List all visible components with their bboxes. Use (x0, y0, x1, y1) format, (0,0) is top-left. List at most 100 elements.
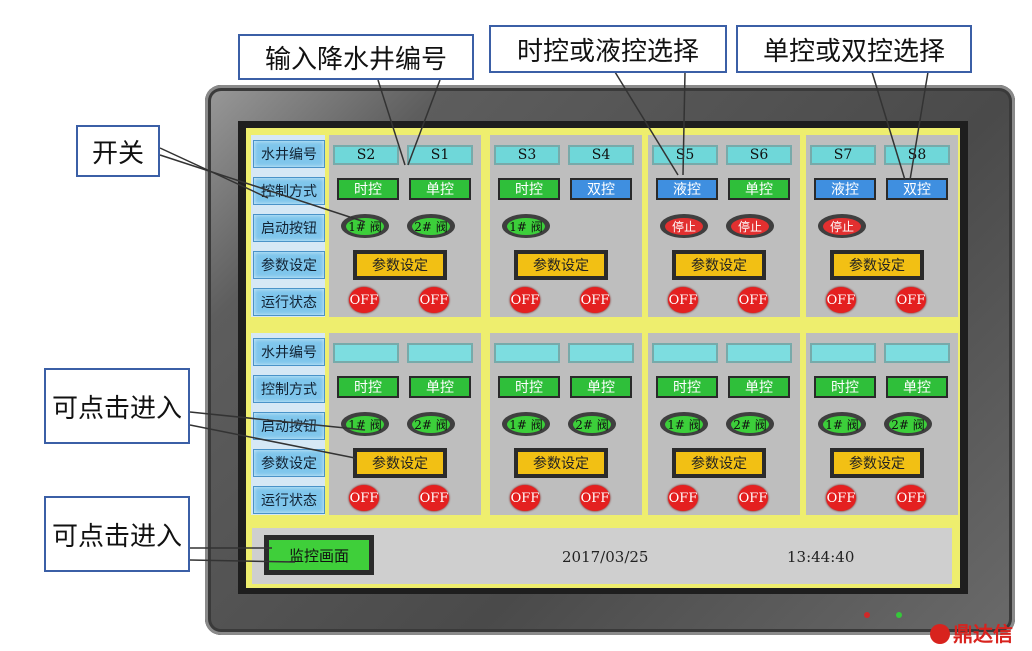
control-mode-button[interactable]: 双控 (570, 178, 632, 200)
parameter-settings-button[interactable]: 参数设定 (514, 448, 608, 478)
run-status-indicator: OFF (510, 287, 540, 313)
well-number-input[interactable] (407, 343, 473, 363)
well-number-input[interactable] (884, 343, 950, 363)
row-label: 控制方式 (253, 375, 325, 403)
run-status-indicator: OFF (510, 485, 540, 511)
control-mode-button[interactable]: 单控 (570, 376, 632, 398)
indicator-light-green (896, 612, 902, 618)
valve-start-button[interactable]: 1# 阀 (502, 214, 550, 238)
parameter-settings-button[interactable]: 参数设定 (353, 250, 447, 280)
row-label: 运行状态 (253, 288, 325, 316)
watermark-logo: 鼎达信 (930, 618, 1013, 647)
well-number-input[interactable] (494, 343, 560, 363)
well-number-input[interactable]: S3 (494, 145, 560, 165)
well-number-input[interactable]: S7 (810, 145, 876, 165)
time-display: 13:44:40 (787, 548, 855, 566)
valve-start-button[interactable]: 2# 阀 (407, 412, 455, 436)
row-label: 参数设定 (253, 251, 325, 279)
parameter-settings-button[interactable]: 参数设定 (672, 448, 766, 478)
control-mode-button[interactable]: 时控 (656, 376, 718, 398)
valve-start-button[interactable]: 2# 阀 (568, 412, 616, 436)
parameter-settings-button[interactable]: 参数设定 (830, 448, 924, 478)
valve-start-button[interactable]: 1# 阀 (818, 412, 866, 436)
parameter-settings-label: 参数设定 (357, 452, 443, 474)
control-mode-button[interactable]: 单控 (728, 376, 790, 398)
valve-label: 2# 阀 (889, 415, 927, 433)
callout-switch: 开关 (76, 125, 160, 177)
well-number-input[interactable] (333, 343, 399, 363)
callout-clickable-enter-2: 可点击进入 (44, 496, 190, 572)
run-status-indicator: OFF (419, 287, 449, 313)
row-label: 运行状态 (253, 486, 325, 514)
parameter-settings-label: 参数设定 (518, 254, 604, 276)
valve-start-button[interactable]: 2# 阀 (726, 412, 774, 436)
valve-start-button[interactable]: 1# 阀 (341, 214, 389, 238)
parameter-settings-button[interactable]: 参数设定 (830, 250, 924, 280)
valve-start-button[interactable]: 停止 (660, 214, 708, 238)
control-mode-button[interactable]: 时控 (337, 376, 399, 398)
control-mode-button[interactable]: 液控 (656, 178, 718, 200)
control-mode-button[interactable]: 单控 (886, 376, 948, 398)
valve-label: 2# 阀 (412, 217, 450, 235)
control-mode-button[interactable]: 液控 (814, 178, 876, 200)
control-mode-button[interactable]: 单控 (728, 178, 790, 200)
well-number-input[interactable]: S1 (407, 145, 473, 165)
valve-label: 1# 阀 (507, 217, 545, 235)
run-status-indicator: OFF (896, 485, 926, 511)
valve-label: 1# 阀 (346, 217, 384, 235)
parameter-settings-button[interactable]: 参数设定 (353, 448, 447, 478)
parameter-settings-button[interactable]: 参数设定 (672, 250, 766, 280)
well-number-input[interactable] (726, 343, 792, 363)
run-status-indicator: OFF (349, 485, 379, 511)
control-mode-button[interactable]: 时控 (814, 376, 876, 398)
control-mode-button[interactable]: 时控 (498, 178, 560, 200)
row-label: 启动按钮 (253, 214, 325, 242)
run-status-indicator: OFF (580, 485, 610, 511)
valve-label: 停止 (665, 217, 703, 235)
valve-start-button[interactable]: 1# 阀 (660, 412, 708, 436)
monitor-screen-button[interactable]: 监控画面 (264, 535, 374, 575)
well-number-input[interactable]: S8 (884, 145, 950, 165)
well-number-input[interactable] (568, 343, 634, 363)
parameter-settings-button[interactable]: 参数设定 (514, 250, 608, 280)
watermark-text: 鼎达信 (953, 622, 1013, 646)
row-label: 水井编号 (253, 338, 325, 366)
run-status-indicator: OFF (738, 485, 768, 511)
logo-mark-icon (930, 624, 950, 644)
run-status-indicator: OFF (668, 287, 698, 313)
control-mode-button[interactable]: 单控 (409, 376, 471, 398)
valve-label: 1# 阀 (507, 415, 545, 433)
run-status-indicator: OFF (826, 287, 856, 313)
callout-single-or-double: 单控或双控选择 (736, 25, 972, 73)
parameter-settings-label: 参数设定 (676, 452, 762, 474)
run-status-indicator: OFF (349, 287, 379, 313)
valve-label: 1# 阀 (823, 415, 861, 433)
row-label: 水井编号 (253, 140, 325, 168)
run-status-indicator: OFF (419, 485, 449, 511)
well-number-input[interactable]: S2 (333, 145, 399, 165)
well-number-input[interactable]: S4 (568, 145, 634, 165)
control-mode-button[interactable]: 时控 (337, 178, 399, 200)
well-number-input[interactable] (652, 343, 718, 363)
valve-start-button[interactable]: 停止 (726, 214, 774, 238)
control-mode-button[interactable]: 双控 (886, 178, 948, 200)
valve-start-button[interactable]: 2# 阀 (407, 214, 455, 238)
valve-start-button[interactable]: 停止 (818, 214, 866, 238)
valve-label: 2# 阀 (731, 415, 769, 433)
well-number-input[interactable]: S6 (726, 145, 792, 165)
row-label: 启动按钮 (253, 412, 325, 440)
valve-start-button[interactable]: 2# 阀 (884, 412, 932, 436)
run-status-indicator: OFF (826, 485, 856, 511)
well-number-input[interactable] (810, 343, 876, 363)
parameter-settings-label: 参数设定 (834, 254, 920, 276)
valve-label: 停止 (731, 217, 769, 235)
control-mode-button[interactable]: 单控 (409, 178, 471, 200)
run-status-indicator: OFF (580, 287, 610, 313)
parameter-settings-label: 参数设定 (676, 254, 762, 276)
valve-label: 停止 (823, 217, 861, 235)
valve-start-button[interactable]: 1# 阀 (341, 412, 389, 436)
valve-label: 2# 阀 (412, 415, 450, 433)
valve-start-button[interactable]: 1# 阀 (502, 412, 550, 436)
control-mode-button[interactable]: 时控 (498, 376, 560, 398)
run-status-indicator: OFF (738, 287, 768, 313)
